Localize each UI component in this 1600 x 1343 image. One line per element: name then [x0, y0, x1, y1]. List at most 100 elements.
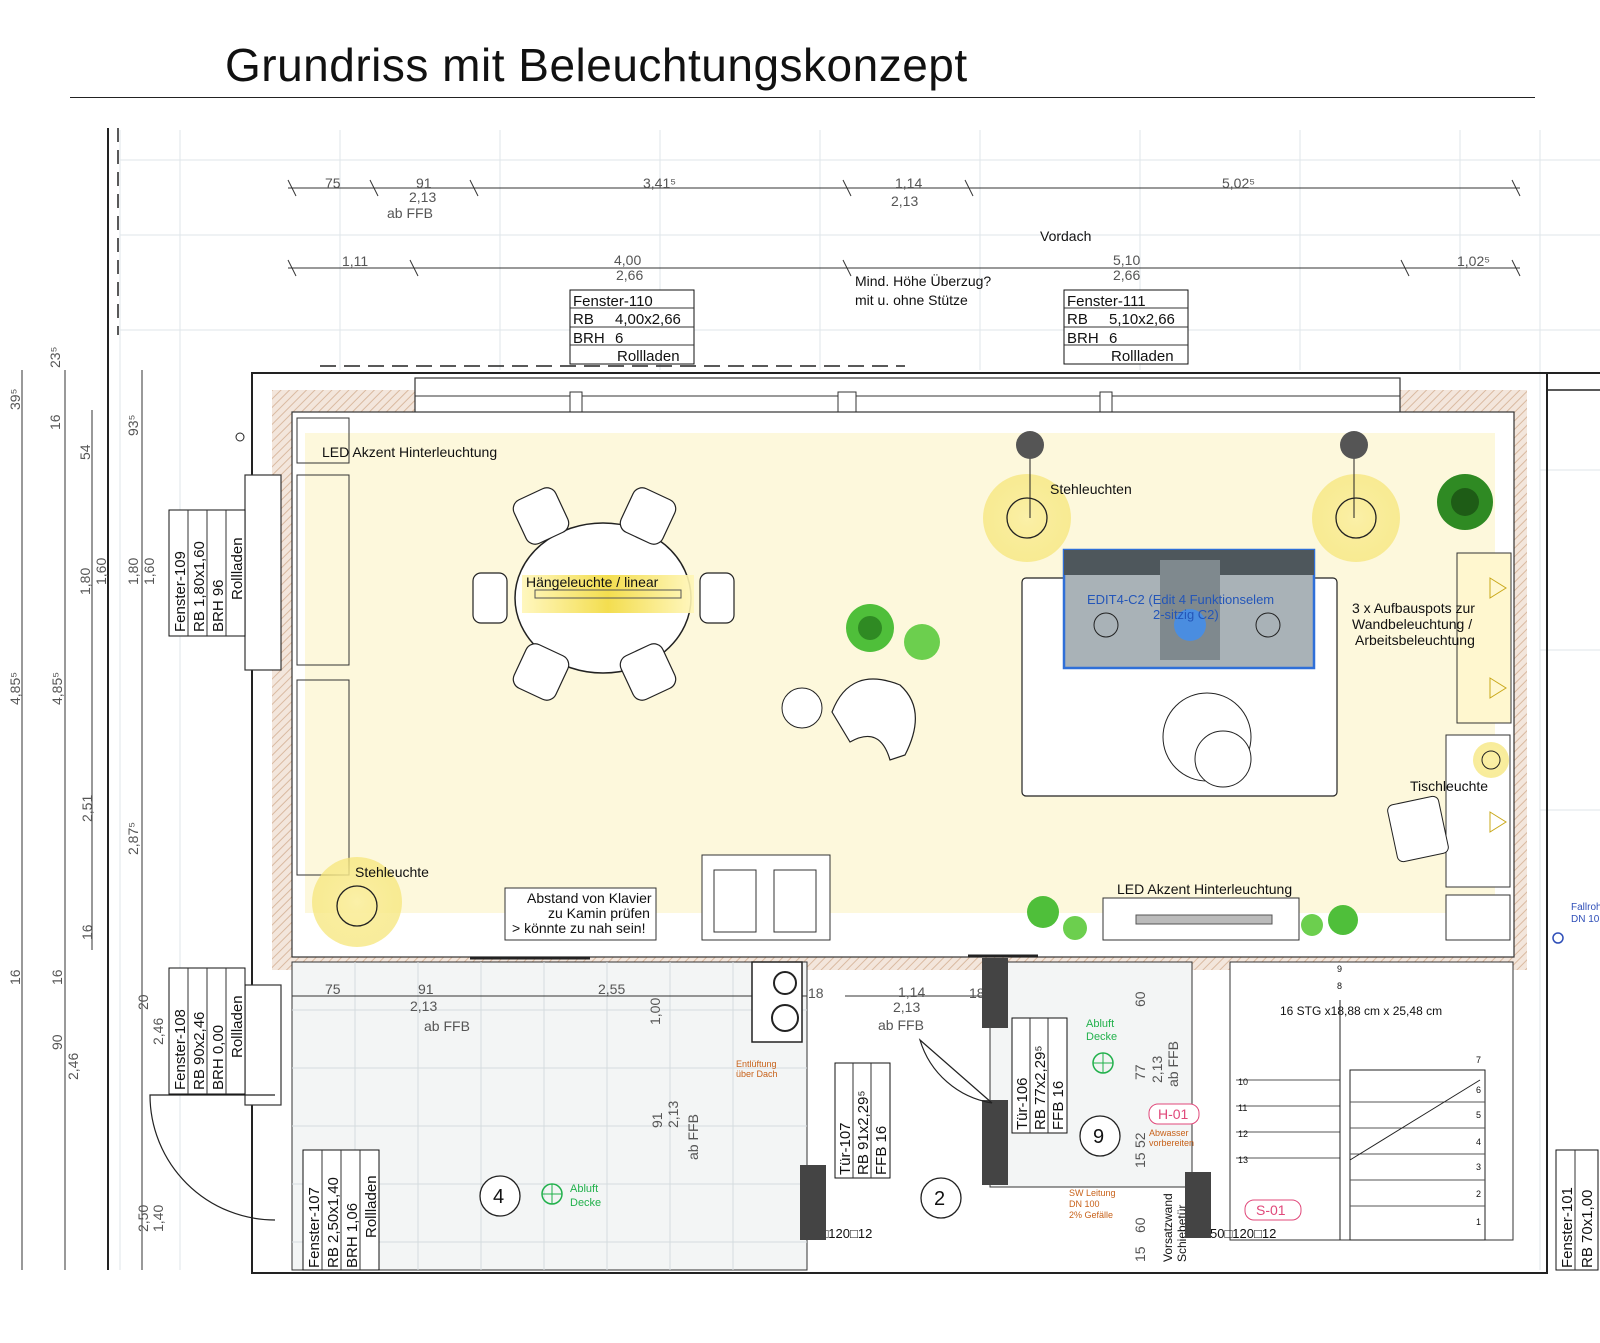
svg-text:1: 1 — [1476, 1217, 1481, 1227]
svg-text:11: 11 — [1238, 1103, 1247, 1113]
aufbauspots-2: Wandbeleuchtung / — [1352, 616, 1472, 632]
svg-text:ab FFB: ab FFB — [424, 1018, 470, 1034]
svg-text:2,50: 2,50 — [135, 1205, 151, 1232]
svg-text:vorbereiten: vorbereiten — [1149, 1138, 1194, 1148]
s01-tag[interactable]: S-01 — [1244, 1199, 1302, 1221]
room-4-marker[interactable]: 4 — [479, 1175, 521, 1217]
dim-266b: 2,66 — [1113, 267, 1140, 283]
svg-text:1,60: 1,60 — [141, 558, 157, 585]
svg-text:Fenster-108: Fenster-108 — [172, 1009, 189, 1090]
kitchen-stove — [751, 961, 803, 1043]
w111-rb: RB — [1067, 311, 1088, 328]
floor-lamp-1[interactable] — [983, 431, 1071, 562]
sofa-tag-line1: EDIT4-C2 (Edit 4 Funktionselem — [1087, 592, 1274, 607]
svg-text:Abluft: Abluft — [570, 1183, 598, 1195]
svg-text:3: 3 — [1476, 1162, 1481, 1172]
floor-lamp-3[interactable] — [312, 857, 402, 947]
svg-text:RB 90x2,46: RB 90x2,46 — [191, 1012, 208, 1090]
right-cabinet — [1445, 552, 1512, 941]
ueberzug-note-2: mit u. ohne Stütze — [855, 292, 968, 308]
svg-text:39⁵: 39⁵ — [7, 389, 23, 410]
staircase[interactable] — [1236, 1000, 1486, 1241]
svg-text:2,46: 2,46 — [65, 1053, 81, 1080]
aufbauspots-3: Arbeitsbeleuchtung — [1355, 632, 1475, 648]
dim-400: 4,00 — [614, 252, 641, 268]
stair-numbers: 9 8 7 6 5 4 3 2 1 10 11 12 13 — [1238, 964, 1481, 1227]
window-101-tag[interactable]: Fenster-101 RB 70x1,00 — [1555, 1149, 1599, 1271]
svg-text:Rollladen: Rollladen — [363, 1175, 380, 1238]
svg-text:FFB 16: FFB 16 — [1050, 1081, 1067, 1130]
svg-text:16: 16 — [47, 414, 63, 430]
room-9-marker[interactable]: 9 — [1079, 1115, 1121, 1157]
svg-text:Tür-106: Tür-106 — [1014, 1077, 1031, 1130]
stehleuchte-label: Stehleuchte — [355, 864, 429, 880]
svg-text:18: 18 — [808, 985, 824, 1001]
svg-text:Vorsatzwand: Vorsatzwand — [1161, 1193, 1175, 1262]
svg-text:2% Gefälle: 2% Gefälle — [1069, 1210, 1113, 1220]
w111-rollladen: Rollladen — [1111, 348, 1174, 365]
side-armchair[interactable] — [1387, 795, 1450, 863]
sofa-selected[interactable] — [1062, 548, 1316, 670]
stehleuchten-label: Stehleuchten — [1050, 481, 1132, 497]
w111-rb-val: 5,10x2,66 — [1109, 311, 1175, 328]
svg-text:1,00: 1,00 — [647, 998, 663, 1025]
svg-text:18: 18 — [969, 985, 985, 1001]
entlueftung-1: Entlüftung — [736, 1059, 777, 1069]
svg-text:RB 1,80x1,60: RB 1,80x1,60 — [191, 541, 208, 632]
h01-tag[interactable]: H-01 — [1148, 1103, 1200, 1125]
bottom-code-2: 50□120□12 — [1210, 1226, 1276, 1241]
armchair-center[interactable] — [781, 678, 916, 761]
left-dimension-chains: 39⁵ 23⁵ 16 93⁵ 54 1,80 1,60 1,80 1,60 4,… — [7, 347, 166, 1270]
drawing-title: Grundriss mit Beleuchtungskonzept — [225, 39, 968, 91]
svg-text:13: 13 — [1238, 1155, 1248, 1165]
svg-text:54: 54 — [77, 444, 93, 460]
svg-text:23⁵: 23⁵ — [47, 347, 63, 368]
window-108-tag[interactable]: Fenster-108 RB 90x2,46 BRH 0,00 Rolllade… — [168, 967, 246, 1095]
svg-text:Decke: Decke — [1086, 1031, 1117, 1043]
svg-text:16: 16 — [49, 969, 65, 985]
room-2-marker[interactable]: 2 — [920, 1177, 962, 1219]
svg-text:60: 60 — [1132, 1217, 1148, 1233]
w111-name: Fenster-111 — [1067, 293, 1146, 310]
svg-text:8: 8 — [1337, 981, 1342, 991]
svg-text:2: 2 — [934, 1188, 945, 1210]
floor-lamp-2[interactable] — [1312, 431, 1400, 562]
stair-hall[interactable] — [1229, 961, 1514, 1241]
svg-text:DN 10: DN 10 — [1571, 914, 1600, 925]
svg-text:RB 77x2,29⁵: RB 77x2,29⁵ — [1032, 1045, 1049, 1130]
door-swings — [149, 954, 1038, 1221]
svg-text:2,13: 2,13 — [665, 1101, 681, 1128]
abluft-marker-2[interactable] — [1092, 1052, 1114, 1074]
dining-table[interactable] — [472, 485, 735, 704]
aufbauspots-1: 3 x Aufbauspots zur — [1352, 600, 1475, 616]
dim-abffb: ab FFB — [387, 205, 433, 221]
plant-group-center — [846, 604, 940, 660]
window-110-tag[interactable]: Fenster-110 RB 4,00x2,66 BRH 6 Rollladen — [569, 289, 695, 365]
svg-text:12: 12 — [1238, 1129, 1248, 1139]
w111-brh-val: 6 — [1109, 330, 1117, 347]
door-106-tag[interactable]: Tür-106 RB 77x2,29⁵ FFB 16 — [1011, 1017, 1068, 1134]
svg-text:15: 15 — [1132, 1152, 1148, 1168]
sofa-tag-line2: 2-sitzig C2) — [1153, 607, 1219, 622]
dim-510: 5,10 — [1113, 252, 1140, 268]
svg-text:1,40: 1,40 — [150, 1205, 166, 1232]
window-107-tag[interactable]: Fenster-107 RB 2,50x1,40 BRH 1,06 Rollla… — [302, 1149, 380, 1271]
w110-rb: RB — [573, 311, 594, 328]
svg-text:1,80: 1,80 — [125, 558, 141, 585]
fallrohr-pipe — [1552, 932, 1564, 944]
window-109-tag[interactable]: Fenster-109 RB 1,80x1,60 BRH 96 Rolllade… — [168, 509, 246, 637]
door-107-tag[interactable]: Tür-107 RB 91x2,29⁵ FFB 16 — [834, 1062, 891, 1179]
window-111-tag[interactable]: Fenster-111 RB 5,10x2,66 BRH 6 Rollladen — [1063, 289, 1189, 365]
abluft-marker-1[interactable] — [541, 1183, 563, 1205]
top-dimension-chain-1: 75 91 2,13 ab FFB 3,41⁵ 1,14 2,13 5,02⁵ — [287, 175, 1521, 221]
w110-rb-val: 4,00x2,66 — [615, 311, 681, 328]
svg-text:BRH 0,00: BRH 0,00 — [210, 1025, 227, 1090]
svg-text:91: 91 — [418, 981, 434, 997]
svg-text:Rollladen: Rollladen — [229, 995, 246, 1058]
svg-text:5: 5 — [1476, 1110, 1481, 1120]
svg-text:2,87⁵: 2,87⁵ — [125, 822, 141, 855]
svg-text:1,80: 1,80 — [77, 568, 93, 595]
svg-text:2,13: 2,13 — [410, 998, 437, 1014]
dim-341: 3,41⁵ — [643, 175, 676, 191]
